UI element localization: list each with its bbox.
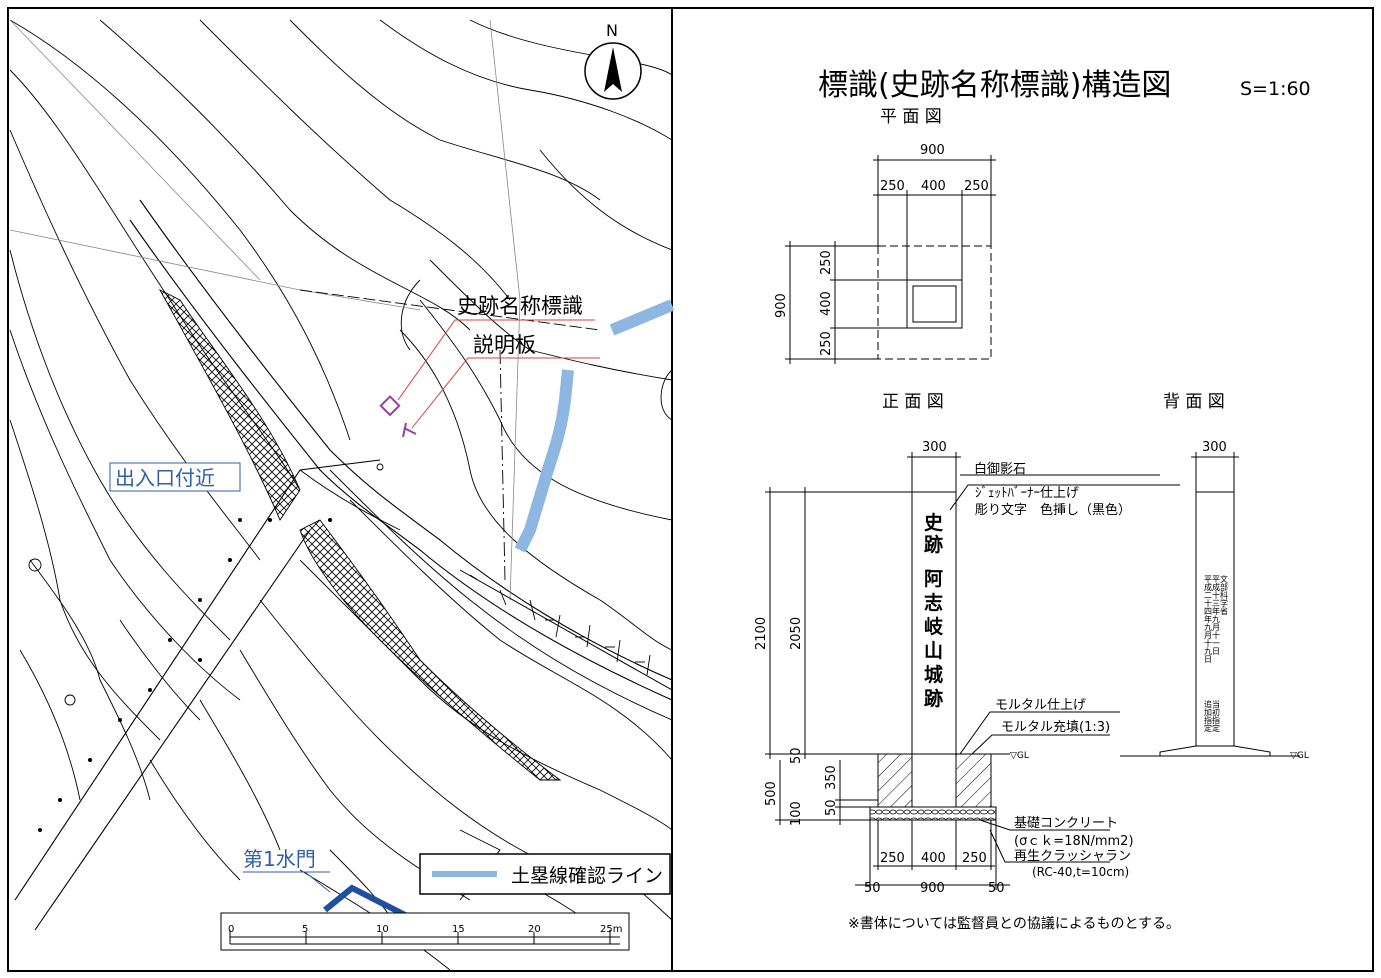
back-inscription: 文部科学省 平成十三年九月十一日 平成二十四年九月十九日 当初指定 追加指定: [1204, 574, 1229, 733]
svg-text:900: 900: [774, 293, 789, 318]
svg-text:2100: 2100: [754, 617, 769, 650]
svg-text:追加指定: 追加指定: [1204, 699, 1213, 733]
svg-text:阿: 阿: [924, 568, 943, 590]
svg-text:400: 400: [819, 291, 834, 316]
svg-text:2050: 2050: [789, 617, 804, 650]
svg-text:400: 400: [921, 179, 946, 194]
svg-text:史: 史: [924, 512, 944, 534]
embankment-line: [323, 299, 675, 923]
svg-text:岐: 岐: [924, 616, 944, 638]
note-stone-3: 彫り文字 色挿し（黒色）: [975, 502, 1131, 518]
svg-text:250: 250: [964, 179, 989, 194]
svg-text:250: 250: [880, 851, 905, 866]
svg-text:250: 250: [819, 331, 834, 356]
plan-label: 平 面 図: [880, 107, 942, 127]
svg-text:900: 900: [920, 881, 945, 896]
svg-text:50: 50: [824, 799, 839, 816]
leader-lines: [397, 319, 600, 429]
svg-text:山: 山: [924, 640, 943, 662]
scale-bar: 0 5 10 15 20 25m: [220, 912, 630, 951]
sheet-border: [7, 7, 1374, 972]
svg-text:15: 15: [452, 924, 465, 935]
svg-text:400: 400: [921, 851, 946, 866]
note-base-2: (σｃｋ=18N/mm2): [1014, 834, 1134, 849]
svg-text:城: 城: [924, 663, 943, 686]
footnote: ※書体については監督員との協議によるものとする。: [848, 915, 1180, 932]
svg-text:50: 50: [864, 881, 881, 896]
drawing-title: 標識(史跡名称標識)構造図: [818, 68, 1171, 103]
svg-text:跡: 跡: [924, 687, 943, 710]
north-arrow: N: [584, 21, 642, 100]
front-view: [765, 452, 1180, 890]
back-view: [1120, 452, 1300, 757]
svg-text:跡: 跡: [924, 533, 943, 556]
svg-text:900: 900: [920, 143, 945, 158]
svg-text:250: 250: [962, 851, 987, 866]
front-inscription: 史 跡 阿 志 岐 山 城 跡: [924, 512, 944, 710]
survey-points: [38, 518, 332, 832]
svg-text:文部科学省: 文部科学省: [1220, 574, 1229, 616]
svg-text:平成二十四年九月十九日: 平成二十四年九月十九日: [1204, 575, 1213, 664]
plan-view: [785, 155, 996, 364]
svg-text:N: N: [606, 21, 618, 40]
svg-text:0: 0: [228, 924, 234, 935]
board-symbol: [403, 427, 417, 435]
svg-text:5: 5: [302, 924, 308, 935]
svg-text:25m: 25m: [600, 924, 622, 935]
label-board: 説明板: [473, 333, 536, 357]
svg-text:志: 志: [924, 591, 943, 614]
gl-front: ▽GL: [1010, 751, 1029, 761]
label-entrance: 出入口付近: [115, 466, 215, 490]
legend-label: 土塁線確認ライン: [511, 865, 663, 887]
legend: 土塁線確認ライン: [419, 853, 671, 895]
svg-text:100: 100: [789, 801, 804, 826]
note-stone-1: 白御影石: [974, 461, 1026, 477]
note-base-1: 基礎コンクリート: [1014, 816, 1118, 831]
svg-text:500: 500: [764, 781, 779, 806]
svg-text:250: 250: [819, 250, 834, 275]
label-gate: 第1水門: [243, 847, 316, 871]
svg-text:20: 20: [528, 924, 541, 935]
svg-text:300: 300: [1202, 440, 1227, 455]
note-base-3: 再生クラッシャラン: [1014, 849, 1131, 864]
note-stone-2: ｼﾞｪｯﾄﾊﾞｰﾅｰ仕上げ: [975, 486, 1079, 501]
marker-symbol: [379, 395, 401, 417]
note-base-4: (RC-40,t=10cm): [1032, 865, 1129, 879]
front-label: 正 面 図: [882, 392, 944, 412]
note-mortar-1: モルタル仕上げ: [995, 698, 1086, 713]
note-mortar-2: モルタル充填(1:3): [1001, 719, 1110, 735]
svg-text:50: 50: [988, 881, 1005, 896]
back-label: 背 面 図: [1163, 392, 1225, 412]
drawing-scale: S=1:60: [1240, 78, 1311, 100]
label-marker: 史跡名称標識: [457, 294, 583, 318]
svg-text:350: 350: [824, 765, 839, 790]
svg-text:250: 250: [880, 179, 905, 194]
svg-text:10: 10: [376, 924, 389, 935]
svg-text:300: 300: [922, 440, 947, 455]
structure-drawing: 標識(史跡名称標識)構造図 S=1:60 平 面 図 900 250 400 2…: [754, 68, 1311, 932]
gl-back: ▽GL: [1290, 751, 1309, 761]
site-map: [9, 19, 672, 971]
svg-text:当初指定: 当初指定: [1212, 699, 1221, 733]
svg-text:50: 50: [789, 747, 804, 764]
svg-text:平成十三年九月十一日: 平成十三年九月十一日: [1212, 575, 1221, 656]
entrance-box: [109, 462, 241, 492]
